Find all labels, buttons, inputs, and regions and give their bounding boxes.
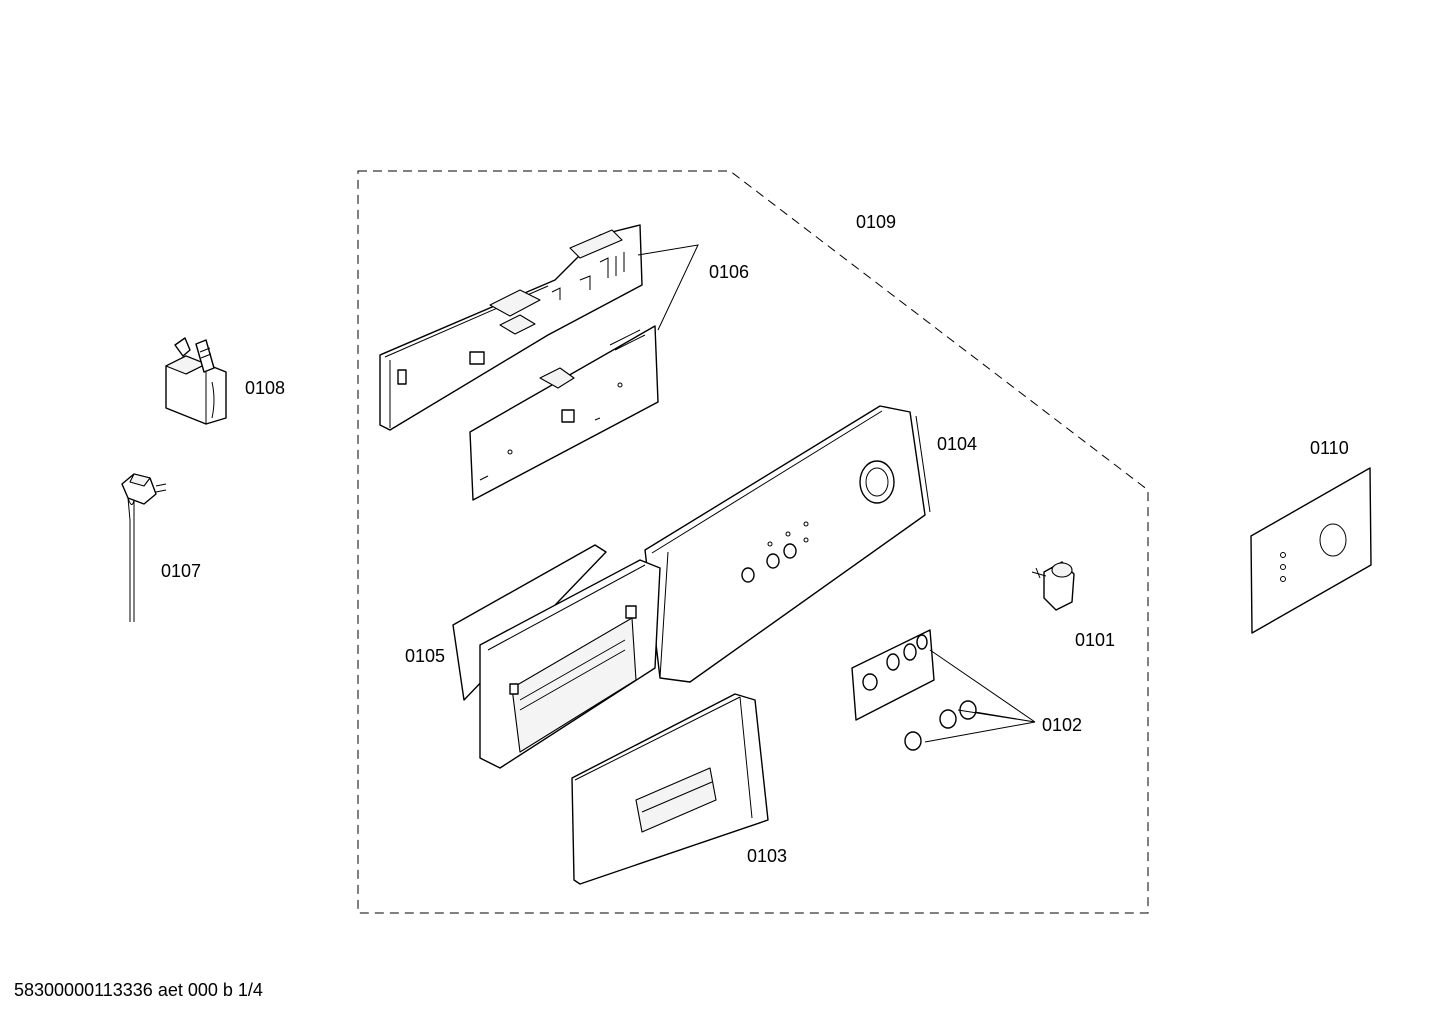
part-0103-drawing	[571, 693, 769, 885]
label-0102: 0102	[1042, 715, 1082, 735]
leader-lines	[637, 244, 1036, 743]
label-0107: 0107	[161, 561, 201, 581]
part-0106-drawing	[379, 224, 659, 501]
label-0104: 0104	[937, 434, 977, 454]
label-0108: 0108	[245, 378, 285, 398]
part-0104-drawing	[644, 405, 931, 683]
label-0109: 0109	[856, 212, 896, 232]
part-0105-drawing	[452, 544, 661, 769]
part-0108-drawing	[165, 337, 227, 425]
drawing-reference: 58300000113336 aet 000 b 1/4	[14, 980, 263, 1000]
label-0103: 0103	[747, 846, 787, 866]
part-0102-drawing	[851, 629, 977, 751]
label-0101: 0101	[1075, 630, 1115, 650]
part-0110-drawing	[1250, 467, 1372, 634]
label-0110: 0110	[1310, 438, 1349, 458]
part-0101-drawing	[1031, 561, 1075, 611]
label-0105: 0105	[405, 646, 445, 666]
part-0107-drawing	[121, 473, 167, 622]
label-0106: 0106	[709, 262, 749, 282]
